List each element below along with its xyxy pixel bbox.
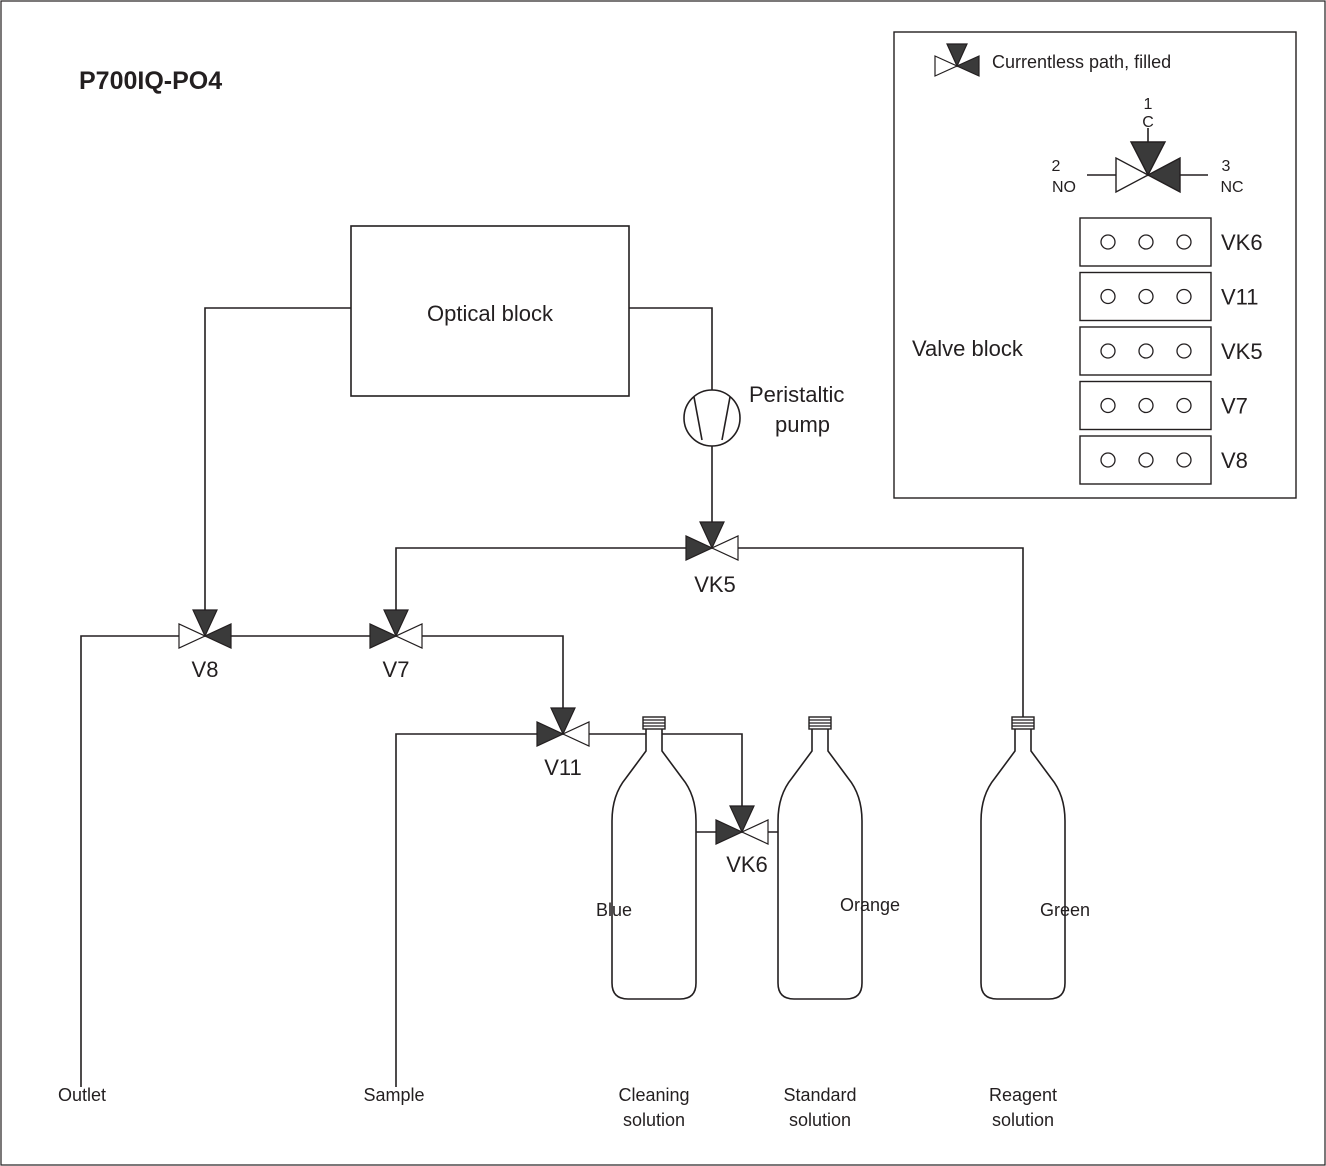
pipe-lines [80, 307, 1024, 1087]
legend-port2-number: 2 [1052, 158, 1061, 175]
valve-port-circle-icon [1176, 397, 1192, 414]
cleaning-label-line1: Cleaning [618, 1085, 689, 1105]
valve-block-label: Valve block [912, 336, 1024, 361]
valve-vk6-label: VK6 [726, 852, 768, 877]
valve-port-circle-icon [1176, 234, 1192, 250]
valve-block-row-label: V8 [1221, 448, 1248, 473]
valve-block-row: V11 [1079, 271, 1259, 322]
optical-block-label: Optical block [427, 301, 554, 326]
legend-valve-icon [934, 43, 980, 77]
standard-label-line2: solution [789, 1110, 851, 1130]
valve-port-circle-icon [1138, 452, 1154, 468]
standard-cap-label: Orange [840, 895, 900, 915]
legend-port1-label: C [1142, 114, 1154, 131]
valve-vk6-icon [715, 805, 769, 845]
cleaning-label-line2: solution [623, 1110, 685, 1130]
diagram-title: P700IQ-PO4 [79, 67, 222, 95]
peristaltic-pump-icon [683, 389, 741, 447]
valve-block-row-label: V7 [1221, 394, 1248, 419]
legend-port-diagram [1087, 128, 1208, 194]
valve-port-circle-icon [1176, 288, 1192, 305]
legend-port3-label: NC [1220, 179, 1243, 196]
valve-v8-icon [178, 609, 232, 649]
sample-label: Sample [363, 1085, 424, 1105]
legend-port2-label: NO [1052, 179, 1076, 196]
valve-port-circle-icon [1176, 452, 1192, 468]
reagent-bottle [980, 716, 1066, 1000]
outlet-label: Outlet [58, 1085, 106, 1105]
valve-block-row-label: V11 [1221, 285, 1259, 310]
valve-block-row: V7 [1079, 380, 1248, 431]
valve-port-circle-icon [1100, 397, 1116, 414]
reagent-label-line2: solution [992, 1110, 1054, 1130]
valve-block-row: V8 [1079, 435, 1248, 485]
valve-port-circle-icon [1100, 452, 1116, 468]
valve-vk5-icon [685, 521, 739, 561]
valve-block-row: VK6 [1079, 217, 1263, 267]
valve-block-row-label: VK6 [1221, 230, 1263, 255]
valve-port-circle-icon [1100, 288, 1116, 305]
legend-port1-number: 1 [1144, 96, 1153, 113]
valve-v11-label: V11 [544, 755, 582, 780]
valve-block-row: VK5 [1079, 326, 1263, 376]
legend-box [893, 31, 1297, 499]
valve-port-circle-icon [1176, 343, 1192, 359]
valve-vk5-label: VK5 [694, 572, 736, 597]
legend-port3-number: 3 [1222, 158, 1231, 175]
standard-label-line1: Standard [783, 1085, 856, 1105]
optical-block [350, 225, 630, 397]
valve-port-circle-icon [1138, 288, 1154, 305]
valve-v7-label: V7 [383, 657, 410, 682]
legend-currentless-label: Currentless path, filled [992, 52, 1171, 72]
valve-port-circle-icon [1138, 343, 1154, 359]
reagent-cap-label: Green [1040, 900, 1090, 920]
cleaning-cap-label: Blue [596, 900, 632, 920]
reagent-label-line1: Reagent [989, 1085, 1057, 1105]
valve-port-circle-icon [1138, 234, 1154, 250]
valve-port-circle-icon [1100, 343, 1116, 359]
valve-v8-label: V8 [192, 657, 219, 682]
valve-v7-icon [369, 609, 423, 649]
valve-port-circle-icon [1100, 234, 1116, 250]
cleaning-bottle [611, 716, 697, 1000]
valve-port-circle-icon [1138, 397, 1154, 414]
valve-block-row-label: VK5 [1221, 339, 1263, 364]
pump-label-line2: pump [775, 412, 830, 437]
standard-bottle [777, 716, 863, 1000]
pump-label-line1: Peristaltic [749, 382, 844, 407]
valve-v11-icon [536, 707, 590, 747]
